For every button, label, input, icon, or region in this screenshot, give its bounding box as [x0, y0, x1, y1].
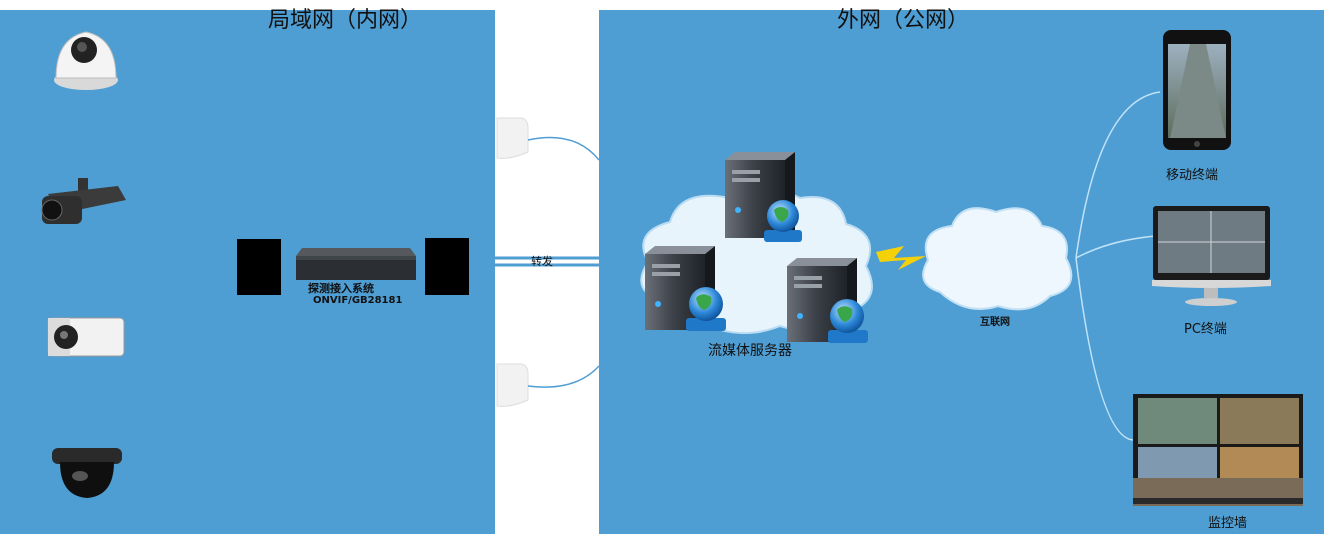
- device-label-line1: 探测接入系统: [308, 282, 374, 295]
- endpoint-links: [1075, 91, 1161, 441]
- box-camera-icon: [47, 317, 125, 357]
- mobile-label: 移动终端: [1166, 168, 1219, 183]
- lightning-icon: [876, 246, 926, 270]
- bullet-camera-icon: [41, 178, 126, 224]
- gap-device-top-icon: [496, 117, 529, 159]
- device-label-line2: ONVIF/GB28181: [313, 295, 403, 306]
- gap-curve-bottom: [527, 365, 600, 388]
- pc-monitor-icon: [1152, 206, 1271, 306]
- gap-device-bottom-icon: [496, 363, 529, 407]
- wall-label: 监控墙: [1208, 516, 1248, 531]
- globe-icon: [686, 287, 726, 331]
- speed-dome-camera-icon: [52, 448, 122, 498]
- right-block: [425, 238, 469, 295]
- internet-label: 互联网: [980, 317, 1010, 328]
- left-block: [237, 239, 281, 295]
- video-wall-icon: [1133, 394, 1303, 506]
- globe-icon: [764, 200, 802, 242]
- internet-cloud-icon: [922, 207, 1073, 311]
- wan-title: 外网（公网）: [837, 8, 970, 33]
- globe-icon: [828, 299, 868, 343]
- forward-link: [495, 256, 599, 267]
- lan-title: 局域网（内网）: [268, 8, 423, 33]
- forward-label: 转发: [531, 255, 553, 268]
- gap-curve-top: [527, 136, 600, 161]
- pc-label: PC终端: [1184, 322, 1227, 337]
- server-label: 流媒体服务器: [708, 343, 792, 359]
- dome-camera-icon: [54, 31, 118, 90]
- access-device-icon: [296, 248, 416, 280]
- mobile-phone-icon: [1163, 30, 1231, 150]
